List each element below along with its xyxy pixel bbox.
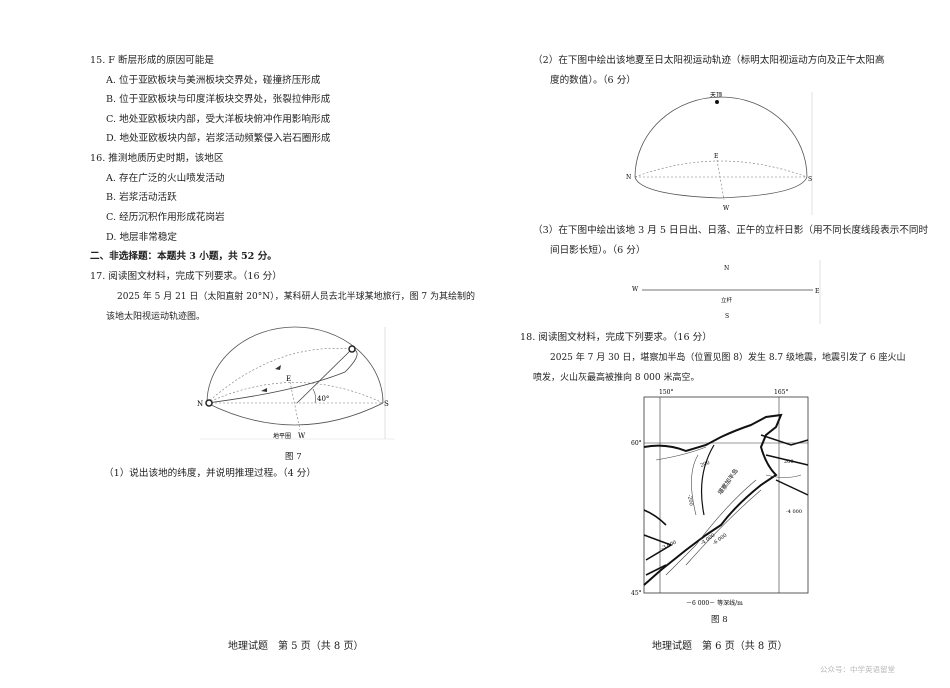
pole-label: 立杆 [721, 296, 733, 304]
contour-label: 200 [784, 459, 794, 465]
map-legend: －6 000－ 等深线/m [686, 599, 743, 607]
q17-paragraph-1: 2025 年 5 月 21 日（太阳直射 20°N），某科研人员去北半球某地旅行… [117, 292, 476, 302]
contour-label: 200 [700, 460, 711, 469]
q18-paragraph-1: 2025 年 7 月 30 日，堪察加半岛（位置见图 8）发生 8.7 级地震，… [550, 353, 906, 363]
right-footer: 地理试题 第 6 页（共 8 页） [652, 641, 788, 652]
label-n: N [626, 174, 631, 181]
contour-label: -4 000 [786, 509, 802, 515]
q15-option-d: D. 地处亚欧板块内部，岩浆活动频繁侵入岩石圈形成 [106, 133, 331, 144]
q17-stem: 17. 阅读图文材料，完成下列要求。（16 分） [90, 271, 282, 282]
label-w: W [632, 286, 639, 293]
contour-label: -200 [686, 494, 694, 506]
section-heading: 二、非选择题：本题共 3 小题，共 52 分。 [90, 251, 277, 262]
q16-option-d: D. 地层非常稳定 [106, 232, 178, 243]
q18-stem: 18. 阅读图文材料，完成下列要求。（16 分） [520, 332, 712, 343]
zenith-point [715, 100, 719, 104]
label-n: N [197, 400, 203, 408]
q17-sub2-line2: 度的数值）。（6 分） [550, 75, 636, 86]
label-n: N [724, 265, 729, 272]
label-e: E [714, 153, 718, 160]
lon-label-165: 165° [774, 389, 788, 396]
lon-label-150: 150° [659, 389, 673, 396]
sun-icon [205, 399, 213, 407]
watermark: 公众号：中学英语留堂 [820, 665, 895, 674]
figure-7-caption: 图 7 [285, 452, 302, 462]
q18-paragraph-2: 喷发，火山灰最高被推向 8 000 米高空。 [533, 373, 700, 383]
sun-icon [348, 345, 356, 353]
lat-label-60: 60° [631, 440, 642, 447]
angle-label: 40° [317, 395, 329, 403]
label-w: W [723, 205, 730, 212]
q15-stem: 15. F 断层形成的原因可能是 [90, 55, 214, 66]
label-e: E [815, 288, 819, 295]
q17-sub1: （1）说出该地的纬度，并说明推理过程。（4 分） [104, 468, 316, 479]
q16-stem: 16. 推测地质历史时期，该地区 [90, 153, 224, 164]
label-s: S [725, 313, 729, 320]
label-e: E [286, 375, 291, 383]
q17-sub3-line2: 间日影长短）。（6 分） [550, 245, 646, 256]
q16-option-b: B. 岩浆活动活跃 [106, 192, 177, 203]
label-s: S [808, 176, 812, 183]
q17-sub3-line1: （3）在下图中绘出该地 3 月 5 日日出、日落、正午的立杆日影（用不同长度线段… [533, 225, 929, 236]
figure-7-sun-path: N S E W 40° 地平圈 [197, 326, 395, 440]
figure-8-kamchatka-map: 150° 165° 60° 45° 堪察加半岛 200 200 -200 -3 … [631, 389, 809, 607]
zenith-label: 天顶 [710, 92, 722, 99]
q16-option-a: A. 存在广泛的火山喷发活动 [106, 173, 225, 184]
q15-option-c: C. 地处亚欧板块内部，受大洋板块俯冲作用影响形成 [106, 114, 331, 125]
figure-pole-shadow-blank: N W E 立杆 S [632, 260, 821, 324]
place-label: 堪察加半岛 [716, 467, 740, 496]
q17-sub2-line1: （2）在下图中绘出该地夏至日太阳视运动轨迹（标明太阳视运动方向及正午太阳高 [533, 55, 885, 66]
label-w: W [298, 432, 306, 440]
q15-option-b: B. 位于亚欧板块与印度洋板块交界处，张裂拉伸形成 [106, 94, 331, 105]
q15-option-a: A. 位于亚欧板块与美洲板块交界处，碰撞挤压形成 [106, 75, 321, 86]
figure-8-caption: 图 8 [711, 615, 728, 625]
q16-option-c: C. 经历沉积作用形成花岗岩 [106, 212, 225, 223]
left-footer: 地理试题 第 5 页（共 8 页） [228, 641, 364, 652]
q17-paragraph-2: 该地太阳视运动轨迹图。 [106, 312, 206, 322]
lat-label-45: 45° [631, 590, 642, 597]
horizon-label: 地平圈 [273, 432, 291, 440]
figure-sun-path-blank: 天顶 N S E W [626, 92, 813, 215]
label-s: S [384, 400, 389, 408]
